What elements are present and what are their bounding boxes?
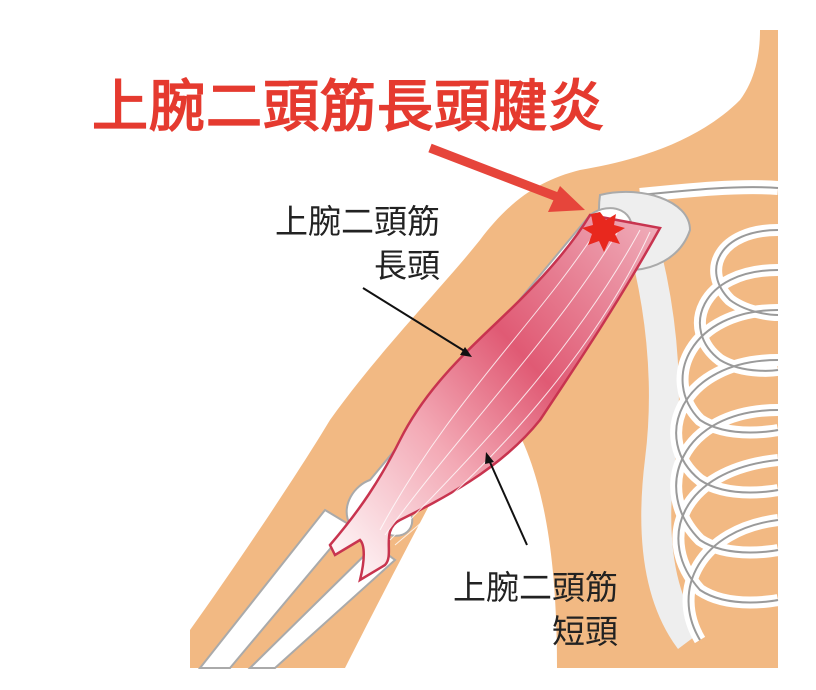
pointer-long-head xyxy=(362,287,472,357)
muscle-fibers xyxy=(379,224,651,546)
label-long-head-line2: 長頭 xyxy=(374,246,440,285)
red-arrow-icon xyxy=(428,143,585,212)
label-short-head-line1: 上腕二頭筋 xyxy=(453,568,618,607)
diagnosis-title: 上腕二頭筋長頭腱炎 xyxy=(92,75,605,140)
label-long-head-line1: 上腕二頭筋 xyxy=(275,202,440,241)
label-short-head-line2: 短頭 xyxy=(552,612,618,651)
label-long-head: 上腕二頭筋 長頭 xyxy=(275,200,440,288)
inflammation-burst-icon xyxy=(582,212,625,252)
ribcage xyxy=(625,180,780,649)
label-short-head: 上腕二頭筋 短頭 xyxy=(453,566,618,654)
pointer-short-head xyxy=(485,452,528,546)
